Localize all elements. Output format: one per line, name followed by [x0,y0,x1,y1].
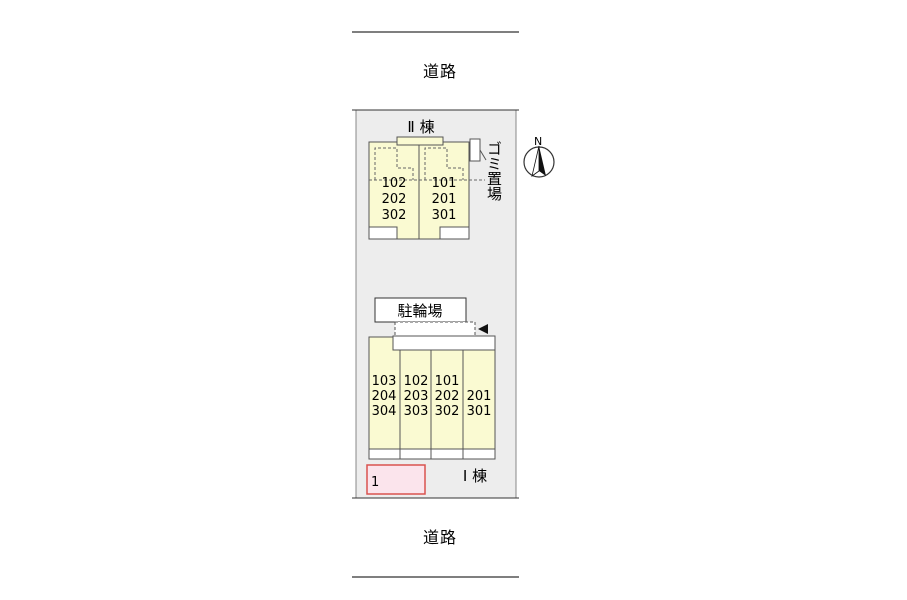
b2-unit-202: 202 [382,192,407,207]
building2-top-notch [396,136,444,146]
b2-unit-302: 302 [382,208,407,223]
building1-col-4 [462,349,496,450]
building2-left-block [368,141,420,240]
b1-unit-203: 203 [404,389,429,404]
building2: 102 202 302 101 201 301 [368,136,485,240]
building1-label: Ⅰ 棟 [463,467,487,485]
b1-unit-303: 303 [404,404,429,419]
b2-unit-102: 102 [382,176,407,191]
building1-bottom-1 [368,448,401,460]
b1-unit-101: 101 [435,374,460,389]
building1-bottom-4 [462,448,496,460]
b1-unit-301: 301 [467,404,492,419]
road-top-label: 道路 [423,62,457,81]
building2-right-block [418,141,470,240]
b1-unit-302: 302 [435,404,460,419]
building2-label: Ⅱ 棟 [407,118,434,136]
entrance-arrow-icon [478,324,488,334]
garbage-label: ゴミ置場 [485,141,503,201]
building2-tab-left [368,226,398,240]
building2-tab-right [439,226,470,240]
parking-space-1[interactable] [366,464,426,495]
b2-unit-301: 301 [432,208,457,223]
bicycle-label-box [374,297,467,323]
building1-bottom-2 [399,448,432,460]
b1-unit-304: 304 [372,404,397,419]
b1-unit-204: 204 [372,389,397,404]
north-compass-icon: N [523,135,555,178]
b1-unit-103: 103 [372,374,397,389]
road-bottom-label: 道路 [423,528,457,547]
garbage-leader [479,149,487,161]
garbage-box [469,138,481,162]
building1-bottom-3 [430,448,464,460]
bicycle-dashed-area [394,321,476,337]
b1-unit-102: 102 [404,374,429,389]
building2-dashed-left [374,147,414,180]
building1-top-strip [392,335,496,351]
b1-unit-202: 202 [435,389,460,404]
building2-dashed-right [424,147,464,180]
building1: 103 204 304 102 203 303 101 202 302 201 … [368,335,496,460]
b2-unit-101: 101 [432,176,457,191]
b2-unit-201: 201 [432,192,457,207]
b1-unit-201: 201 [467,389,492,404]
bicycle-label: 駐輪場 [397,302,442,320]
building1-col-3 [430,349,464,450]
compass-letter: N [534,135,542,148]
parking-space-1-number: 1 [371,475,379,490]
